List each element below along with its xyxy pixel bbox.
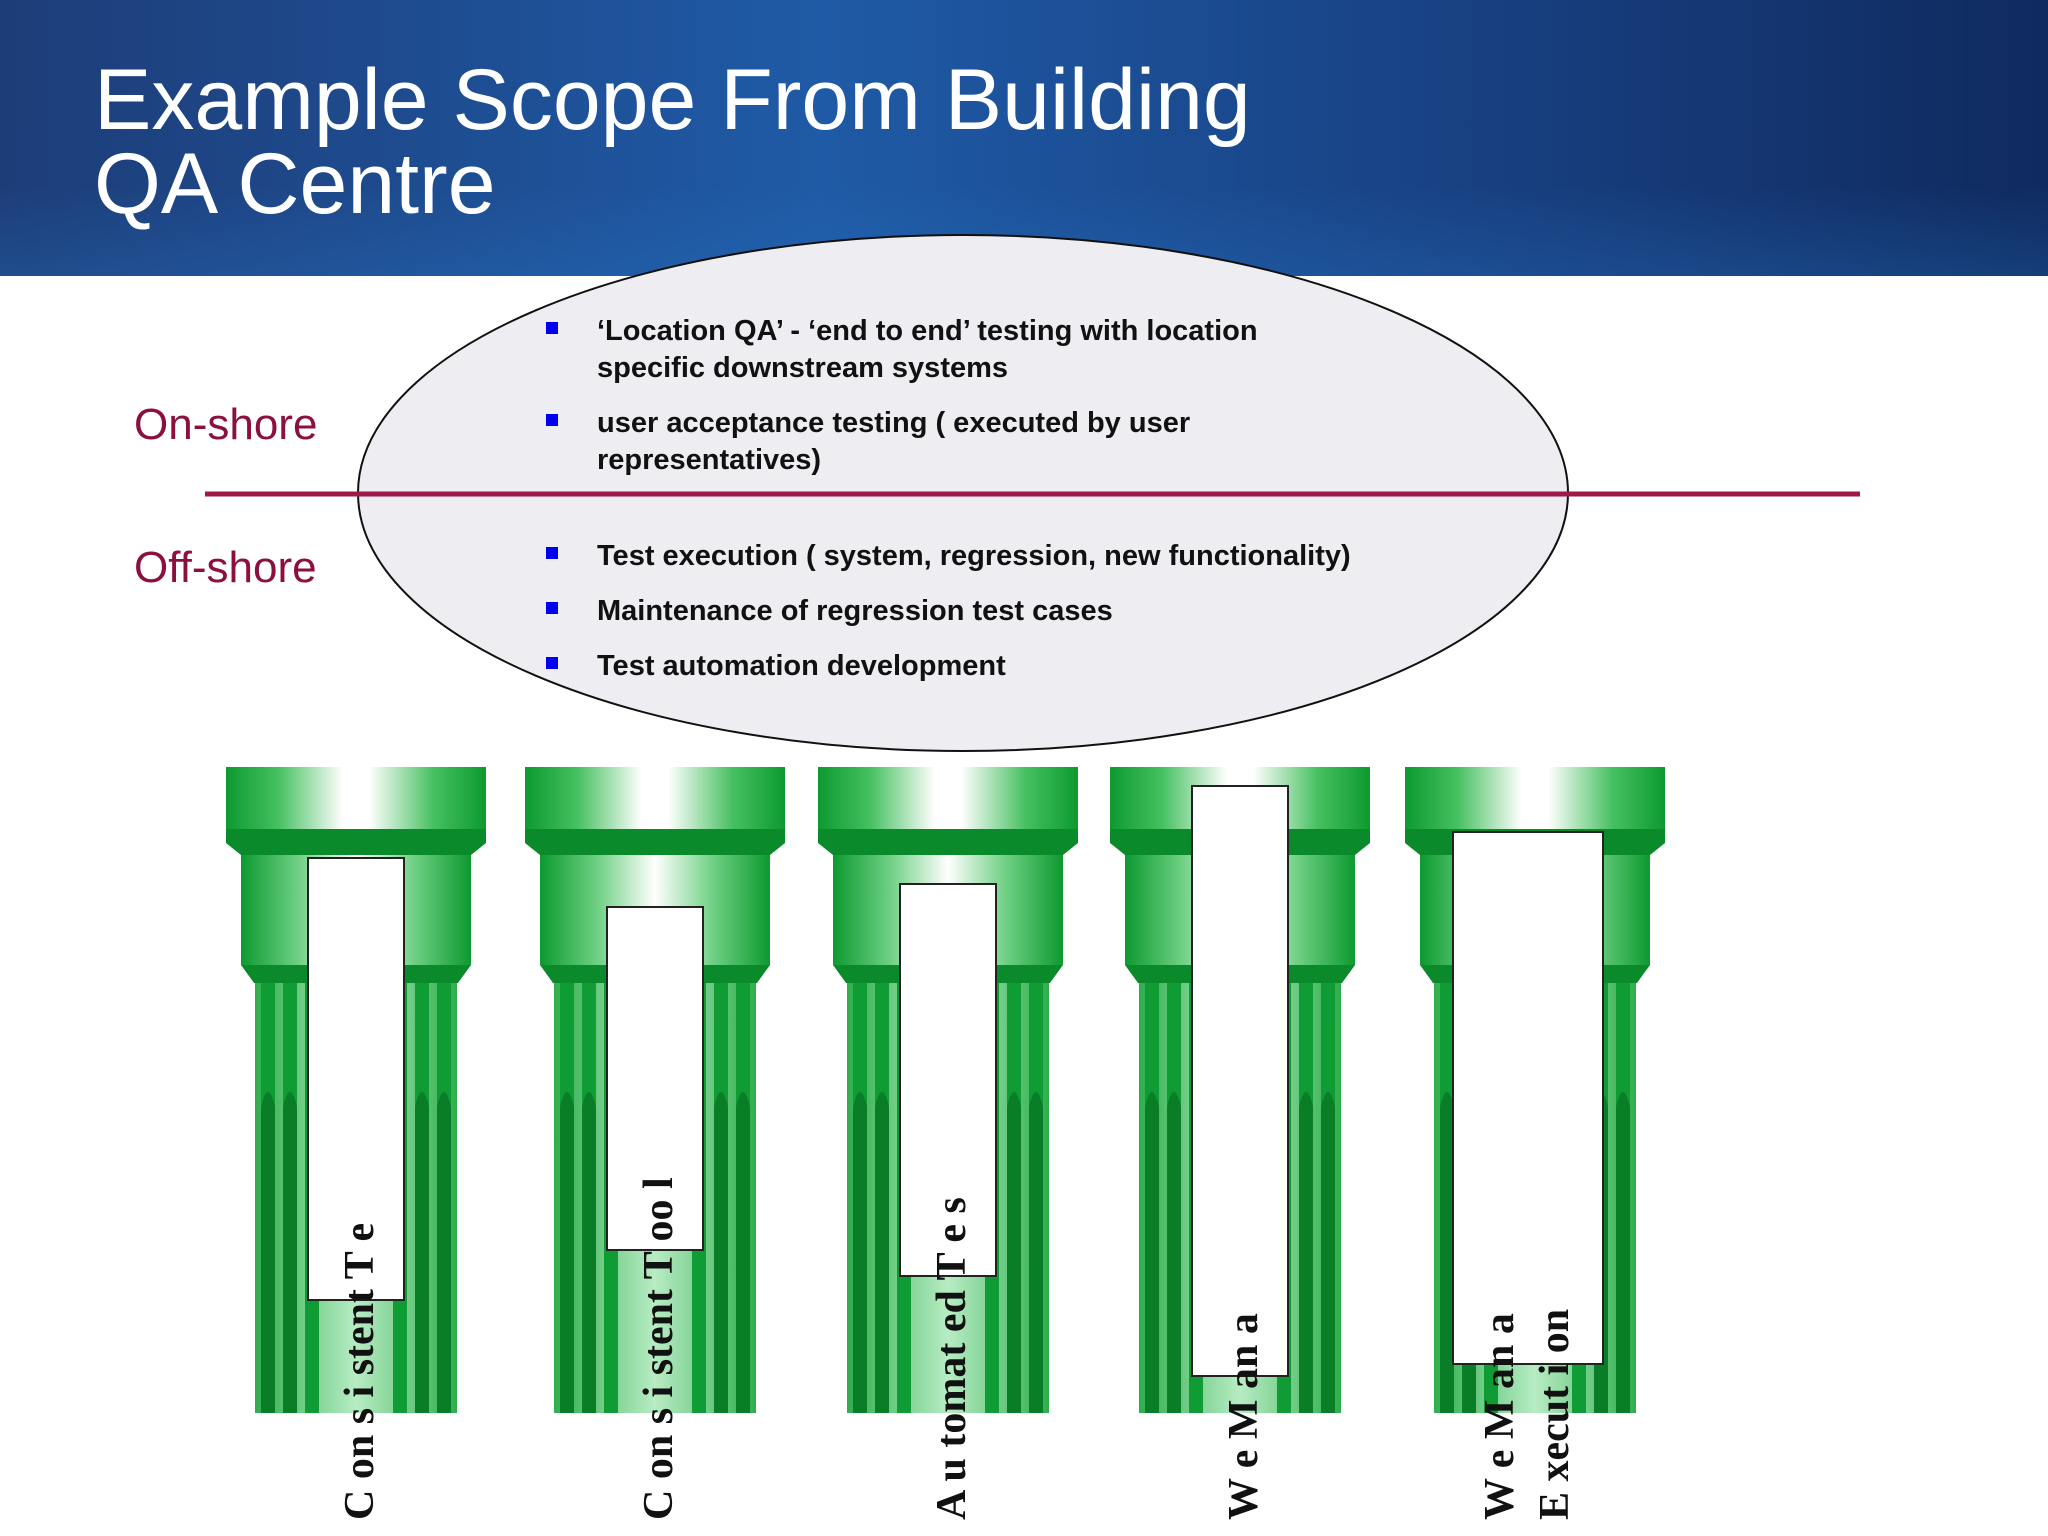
square-bullet-icon	[546, 414, 558, 426]
bullet-text-line: user acceptance testing ( executed by us…	[597, 407, 1191, 439]
pillar-2-caption: C on s i stent T oo l	[636, 1177, 682, 1520]
square-bullet-icon	[546, 657, 558, 669]
pillar-4-caption: W e M an a	[1221, 1313, 1267, 1520]
offshore-bullet-1: Test execution ( system, regression, new…	[540, 538, 1351, 575]
square-bullet-icon	[546, 602, 558, 614]
bullet-text: Test automation development	[597, 650, 1006, 682]
onshore-bullet-1: ‘Location QA’ - ‘end to end’ testing wit…	[540, 313, 1258, 387]
pillar-1-label-box	[307, 857, 405, 1301]
pillar-4-label-box	[1191, 785, 1289, 1377]
pillar-3-label-box	[899, 883, 997, 1277]
bullet-text-line: specific downstream systems	[597, 352, 1009, 384]
onshore-label: On-shore	[134, 400, 318, 449]
onshore-bullet-list: ‘Location QA’ - ‘end to end’ testing wit…	[540, 313, 1258, 479]
pillar-5-caption: W e M an a	[1477, 1313, 1523, 1520]
pillar-5-label-box	[1452, 831, 1604, 1365]
bullet-text-line: ‘Location QA’ - ‘end to end’ testing wit…	[597, 315, 1258, 347]
offshore-bullet-3: Test automation development	[540, 648, 1351, 685]
offshore-bullet-list: Test execution ( system, regression, new…	[540, 538, 1351, 685]
slide-title: Example Scope From Building QA Centre	[94, 52, 1251, 232]
bullet-text: Maintenance of regression test cases	[597, 595, 1113, 627]
offshore-bullet-2: Maintenance of regression test cases	[540, 593, 1351, 630]
pillar-2-label-box	[606, 906, 704, 1251]
title-banner	[0, 0, 2048, 276]
square-bullet-icon	[546, 322, 558, 334]
pillar-1-caption: C on s i stent T e	[337, 1222, 383, 1520]
pillar-3-caption: A u tomat ed T e s	[929, 1197, 975, 1520]
slide-title-line-1: Example Scope From Building	[94, 52, 1251, 148]
square-bullet-icon	[546, 547, 558, 559]
onshore-bullet-2: user acceptance testing ( executed by us…	[540, 405, 1258, 479]
bullet-text-line: representatives)	[597, 444, 822, 476]
slide-title-line-2: QA Centre	[94, 136, 496, 232]
offshore-label: Off-shore	[134, 543, 317, 592]
pillar-5-caption-line-2: E xecut i on	[1532, 1308, 1578, 1520]
bullet-text: Test execution ( system, regression, new…	[597, 540, 1351, 572]
